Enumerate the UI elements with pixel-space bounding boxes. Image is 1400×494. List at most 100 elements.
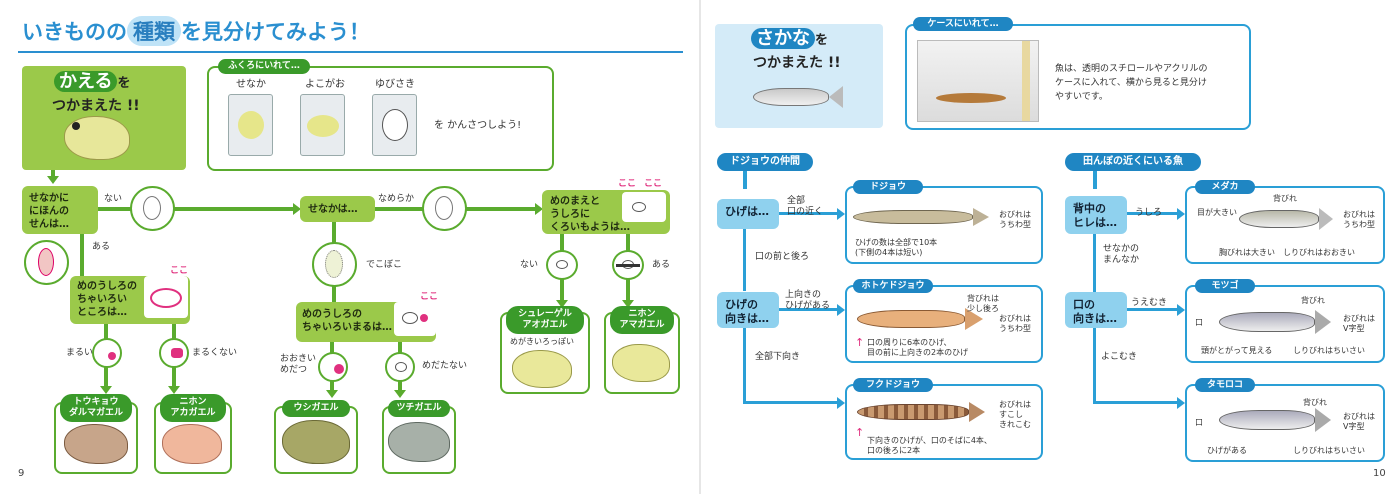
view-label-side: よこがお [305,79,345,90]
question-text: せなかに にほんの せんは… [29,193,69,230]
arrow-right [837,208,845,220]
bag-toes-image [372,94,417,156]
wrinkled-frog [388,422,450,462]
eye-note: 目が大きい [1197,208,1237,217]
answer-upturned: うえむき [1131,298,1168,308]
barbel-note: 口の周りに6本のひげ、 目の前に上向きの2本のひげ [867,338,969,357]
arrow-right [535,203,543,215]
fish-illustration [753,88,829,106]
title-rule [18,51,683,53]
case-panel-text: 魚は、透明のスチロールやアクリルの ケースに入れて、横から見ると見分け やすいで… [1055,64,1208,102]
connector [1127,308,1179,311]
round-spot-bubble [92,338,122,368]
answer-middle: せなかの まんなか [1103,244,1140,265]
mouth-note: 口 [1195,318,1203,327]
not-round-spot-bubble [159,338,189,368]
arrow-right [837,304,845,316]
fish-card [845,186,1043,264]
anal-fin-note: しりびれはおおきい [1283,248,1355,257]
species-name: トウキョウ ダルマガエル [60,394,132,422]
connector [1093,234,1096,292]
question-dorsal-fin: 背中の ヒレは… [1065,196,1127,234]
fish-name: メダカ [1195,180,1255,194]
arrow-down [47,176,59,184]
tamoroko [1219,410,1315,430]
fish-name: モツゴ [1195,279,1255,293]
arrow-right [293,203,301,215]
answer-upward: 上向きの ひげがある [785,290,831,311]
answer-not-round: まるくない [192,348,238,358]
arrow-right [1177,397,1185,409]
view-label-back: せなか [236,79,266,90]
species-note: めがきいろっぽい [510,337,574,346]
species-name: ニホン アカガエル [160,394,226,422]
here-label: ここ [618,179,637,189]
frog-back-lines-bubble [24,240,69,285]
connector [743,328,746,404]
answer-yes: ある [92,242,111,252]
motsugo [1219,312,1315,332]
species-name: ニホン アマガエル [610,306,674,334]
pectoral-note: 胸びれは大きい [1219,248,1275,257]
connector [779,212,839,215]
barbel-note: ひげの数は全部で10本 (下側の4本は短い) [855,238,938,257]
question-text: めのうしろの ちゃいろいまるは… [302,309,392,333]
answer-sideways: よこむき [1101,352,1138,362]
fuku-loach [857,404,969,420]
connector [51,170,55,178]
answer-no: ない [104,194,123,204]
barbel-note: 下向きのひげが、口のそばに4本、 口の後ろに2本 [867,436,992,455]
fish-tail [1315,310,1331,334]
right-page: さかなを つかまえた !! ケースにいれて… 魚は、透明のスチロールやアクリルの… [701,0,1400,494]
answer-bumpy: でこぼこ [366,260,403,270]
answer-big: おおきい めだつ [280,354,317,375]
loach-group-header: ドジョウの仲間 [717,153,813,171]
connector [1093,328,1096,404]
page-number-left: 9 [18,468,25,479]
big-spot-bubble [318,352,348,382]
barbel-note: ひげがある [1207,446,1247,455]
fish-name: タモロコ [1195,378,1255,392]
answer-near-mouth: 全部 口の近く [787,196,824,217]
answer-front-back: 口の前と後ろ [755,252,810,262]
frog-header-title: かえるを [54,67,130,93]
answer-round: まるい [66,348,94,358]
arrow-right [1177,208,1185,220]
arrow-down [394,390,406,398]
left-page: いきものの種類を見分けてみよう！ かえるを つかまえた !! ふくろにいれて… … [0,0,699,494]
fish-name: ドジョウ [853,180,923,194]
species-name: シュレーゲル アオガエル [506,306,584,334]
species-name: ウシガエル [282,400,350,417]
arrow-right [837,397,845,409]
dojo-loach [853,210,973,224]
connector [743,229,746,291]
tail-note: おびれは うちわ型 [1343,210,1375,229]
hotoke-loach [857,310,965,328]
connector [1093,401,1179,404]
answer-none: ない [520,260,539,270]
dorsal-note: 背びれ [1303,398,1327,407]
here-label: ここ [170,266,189,276]
here-label-2: ここ [644,179,663,189]
bag-side-image [300,94,345,156]
page-number-right: 10 [1373,468,1386,479]
arrow-down [326,390,338,398]
observe-instruction: を かんさつしよう! [434,120,522,131]
mouth-note: 口 [1195,418,1203,427]
question-text: めのまえと うしろに くろいもようは… [550,196,630,233]
arrow-right [1177,304,1185,316]
connector [779,308,839,311]
tokyo-daruma-frog [64,424,128,464]
book-gutter [699,0,701,494]
connector [1093,171,1097,189]
tail-note: おびれは すこし きれこむ [999,400,1031,429]
smooth-back-bubble [422,186,467,231]
bumpy-back-bubble [312,242,357,287]
question-back-texture [300,196,375,222]
connector [80,234,84,278]
fish-case-photo [917,40,1039,122]
arrow-down [100,386,112,394]
arrow-down [556,300,568,308]
small-spot-bubble [385,352,415,382]
paddy-group-header: 田んぼの近くにいる魚 [1065,153,1201,171]
